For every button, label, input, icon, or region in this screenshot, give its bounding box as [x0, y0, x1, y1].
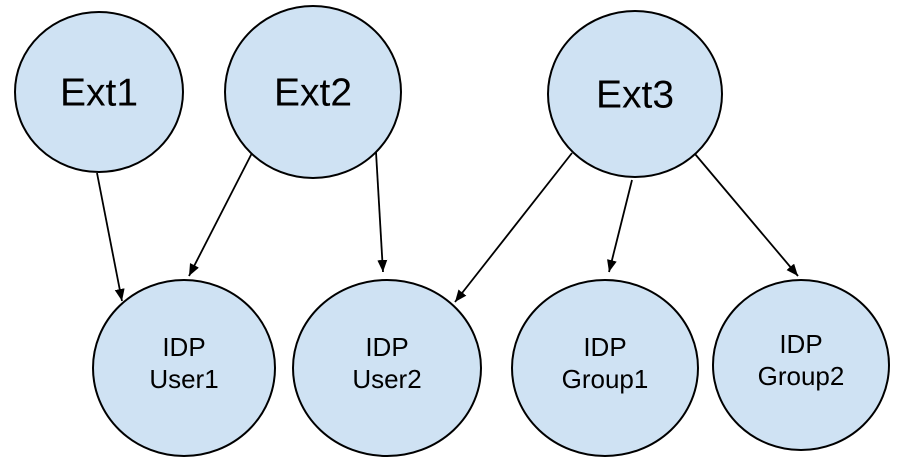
node-ext2: Ext2 — [224, 5, 402, 179]
node-idp-user2-label-line: User2 — [352, 364, 421, 394]
node-ext1-label-line: Ext1 — [60, 72, 138, 115]
node-idp-group1-label-line: IDP — [583, 332, 626, 362]
node-idp-user1-label-line: User1 — [149, 364, 218, 394]
node-ext3: Ext3 — [547, 10, 723, 178]
node-ext1: Ext1 — [14, 11, 184, 173]
node-ext2-label: Ext2 — [274, 72, 352, 115]
node-ext3-label-line: Ext3 — [596, 74, 674, 117]
node-ext1-label: Ext1 — [60, 72, 138, 115]
node-idp-group1-label-line: Group1 — [562, 364, 649, 394]
node-ext2-circle — [224, 5, 402, 179]
edge-ext3-to-idp-group2 — [694, 153, 799, 277]
edge-ext1-to-idp-user1 — [96, 172, 125, 302]
edge-ext2-to-idp-user2 — [375, 151, 388, 273]
edge-ext2-to-idp-user1 — [188, 152, 253, 277]
node-ext2-label-line: Ext2 — [274, 72, 352, 115]
node-idp-user2-label-line: IDP — [365, 332, 408, 362]
node-idp-user2-circle — [292, 279, 482, 457]
node-idp-user1-label-line: IDP — [162, 332, 205, 362]
node-ext3-label: Ext3 — [596, 74, 674, 117]
edges-layer — [96, 151, 799, 303]
node-idp-group2-label-line: Group2 — [758, 361, 845, 391]
node-ext3-circle — [547, 10, 723, 178]
node-ext1-circle — [14, 11, 184, 173]
node-idp-group2-label-line: IDP — [779, 329, 822, 359]
edge-ext3-to-idp-user2 — [454, 152, 573, 303]
edge-ext3-to-idp-group1 — [607, 179, 633, 273]
node-idp-user1-circle — [92, 279, 276, 457]
node-idp-group1-circle — [511, 279, 699, 457]
node-idp-group2-circle — [712, 279, 890, 451]
